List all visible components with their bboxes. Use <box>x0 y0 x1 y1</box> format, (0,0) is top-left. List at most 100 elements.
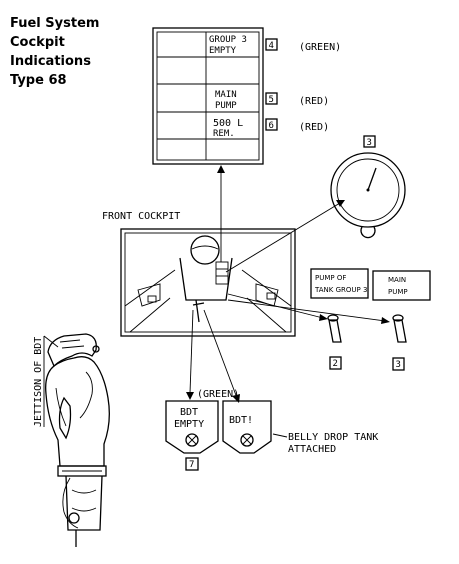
title-line-1: Fuel System <box>10 16 99 31</box>
title-block: Fuel System Cockpit Indications Type 68 <box>10 16 99 88</box>
bdt-indicator-lights: (GREEN) BDT EMPTY BDT! 7 BELLY DROP TANK… <box>165 389 378 471</box>
leader-lines <box>186 165 390 438</box>
callout-box-6 <box>265 118 278 131</box>
bdt-empty-lamp <box>185 433 199 447</box>
callout-number-7: 7 <box>189 460 194 470</box>
stick-connector <box>68 512 80 524</box>
left-console <box>137 283 161 307</box>
main-pump-switch-line-1: MAIN <box>388 276 406 284</box>
gauge-pivot <box>366 188 370 192</box>
helmet-visor <box>191 245 219 250</box>
cockpit-frame-outer <box>120 228 296 337</box>
arrowhead-switch-2 <box>319 314 328 321</box>
fuel-quantity-gauge: 3 <box>330 135 406 239</box>
stick-grip-finger-line <box>55 387 67 427</box>
stick-grip-contour <box>79 371 93 419</box>
arrowhead-gauge <box>336 200 345 207</box>
bdt-empty-line-2: EMPTY <box>174 419 204 430</box>
pump-of-tank-group-line-2: TANK GROUP 3 <box>314 286 367 294</box>
main-pump-label-box <box>372 270 431 301</box>
main-pump-switch-line-2: PUMP <box>388 288 408 296</box>
leader-switch-3 <box>227 299 386 322</box>
title-line-4: Type 68 <box>10 73 67 88</box>
title-line-2: Cockpit <box>10 35 65 50</box>
console-panel <box>215 261 229 285</box>
fuel-remaining-line-1: 500 L <box>213 118 243 129</box>
stick-shaft-detail <box>71 489 97 512</box>
stick-shaft <box>65 475 103 531</box>
left-console-switch <box>147 295 157 303</box>
control-stick-jettison: JETTISON OF BDT <box>33 333 110 547</box>
color-label-green: (GREEN) <box>299 42 341 53</box>
warning-light-panel: GROUP 3 EMPTY MAIN PUMP 500 L REM. 4 5 6… <box>152 27 341 165</box>
front-cockpit-view: FRONT COCKPIT <box>102 211 296 337</box>
bdt-empty-lamp-cross <box>187 435 197 445</box>
callout-number-3-gauge: 3 <box>367 138 372 148</box>
group3-empty-line-2: EMPTY <box>209 46 237 56</box>
trigger-button <box>92 345 100 353</box>
gauge-knob <box>360 226 376 239</box>
control-stick <box>192 299 205 323</box>
callout-box-2 <box>329 356 342 370</box>
main-pump-line-2: PUMP <box>215 101 237 111</box>
toggle-switch-2 <box>328 319 342 343</box>
bdt-attached-lamp <box>240 433 254 447</box>
main-pump-line-1: MAIN <box>215 90 237 100</box>
callout-number-5: 5 <box>269 95 274 105</box>
leader-bdt-empty <box>189 309 194 394</box>
jettison-pointer-line <box>43 335 59 348</box>
canopy-rail-lines <box>124 269 292 307</box>
stick-grip-body <box>45 356 110 467</box>
stick-grip-head-detail <box>59 339 85 349</box>
title-line-3: Indications <box>10 54 91 69</box>
belly-drop-tank-line-2: ATTACHED <box>288 444 336 455</box>
gauge-needle <box>367 167 377 191</box>
stick-cable <box>62 477 79 529</box>
panel-outer-frame <box>152 27 264 165</box>
bdt-attached-lamp-cross <box>242 435 252 445</box>
callout-box-3-gauge <box>363 135 376 148</box>
pump-of-tank-group-line-1: PUMP OF <box>315 274 346 282</box>
toggle-switch-3 <box>393 319 407 343</box>
panel-inner-frame <box>156 31 260 161</box>
toggle-switch-3-cap <box>392 314 404 322</box>
stick-collar <box>57 465 107 477</box>
callout-number-2: 2 <box>333 359 338 369</box>
callout-box-5 <box>265 92 278 105</box>
bdt-empty-line-1: BDT <box>180 407 198 418</box>
color-label-red-1: (RED) <box>299 96 329 107</box>
front-cockpit-label: FRONT COCKPIT <box>102 211 180 222</box>
belly-drop-tank-line-1: BELLY DROP TANK <box>288 432 378 443</box>
callout-box-3-switch <box>392 357 405 371</box>
bdt-empty-light-housing <box>165 400 219 454</box>
toggle-switch-2-cap <box>327 314 339 322</box>
stick-grip-head <box>47 333 97 368</box>
color-label-green-bdt: (GREEN) <box>197 389 239 400</box>
bdt-attached-text: BDT! <box>229 415 253 426</box>
gauge-outer-ring <box>330 152 406 228</box>
stick-side-lever <box>58 396 72 440</box>
callout-box-7 <box>185 457 199 471</box>
pump-of-tank-group-label-box <box>310 268 369 299</box>
fuel-remaining-line-2: REM. <box>213 129 235 139</box>
right-console <box>255 283 279 307</box>
gauge-dial-face <box>336 158 400 222</box>
arrowhead-switch-3 <box>381 317 390 324</box>
ejection-seat <box>179 257 233 301</box>
arrowhead-bdt-empty <box>186 392 194 400</box>
callout-number-6: 6 <box>269 121 274 131</box>
right-console-switch <box>266 292 276 300</box>
cockpit-frame-inner <box>124 232 292 333</box>
leader-bdt-attached <box>203 309 238 399</box>
color-label-red-2: (RED) <box>299 122 329 133</box>
callout-number-3-switch: 3 <box>396 360 401 370</box>
pilot-helmet <box>190 235 220 265</box>
leader-gauge <box>225 202 341 273</box>
jettison-label: JETTISON OF BDT <box>33 337 44 427</box>
group3-empty-line-1: GROUP 3 <box>209 35 247 45</box>
fuel-pump-switches: PUMP OF TANK GROUP 3 MAIN PUMP 2 3 <box>310 268 431 371</box>
callout-number-4: 4 <box>269 41 274 51</box>
bdt-attached-light-housing <box>222 400 272 454</box>
arrowhead-panel <box>217 165 225 173</box>
